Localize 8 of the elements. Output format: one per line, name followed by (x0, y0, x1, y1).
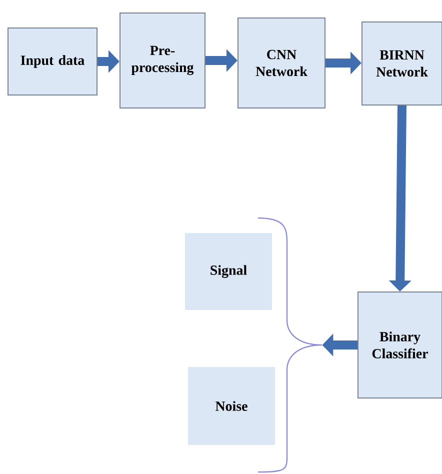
process-box: CNN Network (238, 18, 326, 108)
process-box: Signal (185, 233, 272, 310)
process-box: Input data (8, 28, 98, 96)
process-box: Noise (188, 367, 275, 445)
process-box: Pre- processing (120, 12, 206, 108)
brace (258, 217, 323, 473)
process-box: Binary Classifier (358, 292, 442, 398)
process-box: BIRNN Network (362, 22, 442, 106)
